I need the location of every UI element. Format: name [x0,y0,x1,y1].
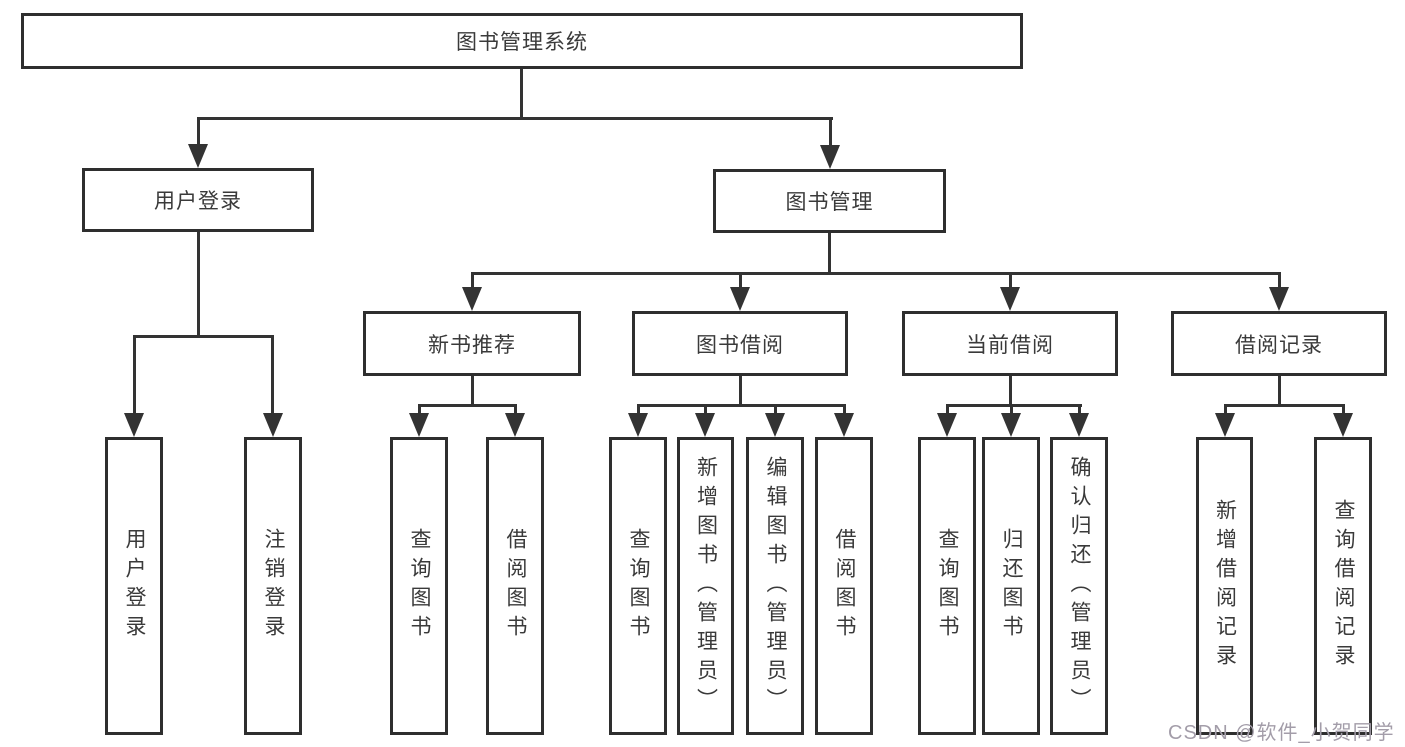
connector-line [271,335,274,415]
node-book-management: 图书管理 [713,169,946,233]
connector-line [739,376,742,405]
connector-line [133,335,136,415]
node-book-borrow-label: 图书借阅 [696,333,784,357]
leaf-query-book-current: 查询图书 [918,437,976,735]
arrow-down-icon [1215,413,1235,437]
node-book-borrow: 图书借阅 [632,311,848,376]
arrow-down-icon [188,144,208,168]
arrow-down-icon [263,413,283,437]
leaf-logout: 注销登录 [244,437,302,735]
connector-line [471,272,474,289]
connector-line [637,404,846,407]
leaf-add-book-admin: 新增图书（管理员） [677,437,734,735]
connector-line [471,376,474,405]
connector-line [739,272,742,289]
arrow-down-icon [695,413,715,437]
leaf-borrow-book-recommend-label: 借阅图书 [504,528,527,644]
connector-line [197,117,833,120]
leaf-query-borrow-record: 查询借阅记录 [1314,437,1372,735]
leaf-confirm-return-admin-label: 确认归还（管理员） [1068,455,1091,717]
arrow-down-icon [1069,413,1089,437]
node-root-system-label: 图书管理系统 [456,31,588,54]
arrow-down-icon [820,145,840,169]
arrow-down-icon [628,413,648,437]
leaf-borrow-book-recommend: 借阅图书 [486,437,544,735]
leaf-borrow-book: 借阅图书 [815,437,873,735]
leaf-borrow-book-label: 借阅图书 [833,528,856,644]
connector-line [1078,404,1081,415]
connector-line [1278,376,1281,405]
connector-line [418,404,517,407]
connector-line [197,117,200,148]
node-new-book-recommend: 新书推荐 [363,311,581,376]
arrow-down-icon [834,413,854,437]
leaf-confirm-return-admin: 确认归还（管理员） [1050,437,1108,735]
leaf-return-book-label: 归还图书 [1000,528,1023,644]
connector-line [1010,404,1013,415]
connector-line [843,404,846,415]
leaf-edit-book-admin: 编辑图书（管理员） [746,437,804,735]
arrow-down-icon [505,413,525,437]
connector-line [520,69,523,119]
leaf-add-book-admin-label: 新增图书（管理员） [694,455,718,717]
node-book-management-label: 图书管理 [785,191,874,214]
arrow-down-icon [937,413,957,437]
leaf-edit-book-admin-label: 编辑图书（管理员） [764,455,787,717]
connector-line [1224,404,1345,407]
connector-line [637,404,640,415]
csdn-watermark: CSDN @软件_小贺同学 [1168,722,1395,744]
connector-line [514,404,517,415]
node-root-system: 图书管理系统 [21,13,1023,69]
arrow-down-icon [1333,413,1353,437]
connector-line [829,117,832,148]
leaf-return-book: 归还图书 [982,437,1040,735]
connector-line [946,404,949,415]
connector-line [1009,272,1012,289]
leaf-add-borrow-record-label: 新增借阅记录 [1213,499,1237,673]
leaf-query-borrow-record-label: 查询借阅记录 [1332,499,1355,673]
arrow-down-icon [1269,287,1289,311]
connector-line [1278,272,1281,289]
arrow-down-icon [409,413,429,437]
connector-line [1224,404,1227,415]
leaf-query-book-recommend: 查询图书 [390,437,448,735]
connector-line [471,272,1281,275]
leaf-query-book-recommend-label: 查询图书 [408,528,431,644]
arrow-down-icon [124,413,144,437]
leaf-user-login-label: 用户登录 [123,528,146,644]
connector-line [418,404,421,415]
connector-line [1009,376,1012,405]
connector-line [133,335,274,338]
leaf-query-book-borrow: 查询图书 [609,437,667,735]
leaf-query-book-current-label: 查询图书 [936,528,959,644]
arrow-down-icon [1000,287,1020,311]
connector-line [197,232,200,336]
connector-line [774,404,777,415]
leaf-query-book-borrow-label: 查询图书 [627,528,650,644]
arrow-down-icon [462,287,482,311]
leaf-logout-label: 注销登录 [262,528,285,644]
connector-line [946,404,1082,407]
node-user-login-label: 用户登录 [154,190,242,213]
node-borrow-record: 借阅记录 [1171,311,1387,376]
arrow-down-icon [765,413,785,437]
leaf-add-borrow-record: 新增借阅记录 [1196,437,1253,735]
node-borrow-record-label: 借阅记录 [1235,333,1323,357]
arrow-down-icon [730,287,750,311]
connector-line [1342,404,1345,415]
node-current-borrow: 当前借阅 [902,311,1118,376]
node-user-login: 用户登录 [82,168,314,232]
connector-line [828,233,831,273]
arrow-down-icon [1001,413,1021,437]
connector-line [704,404,707,415]
leaf-user-login: 用户登录 [105,437,163,735]
node-current-borrow-label: 当前借阅 [966,333,1054,357]
node-new-book-recommend-label: 新书推荐 [428,333,516,357]
